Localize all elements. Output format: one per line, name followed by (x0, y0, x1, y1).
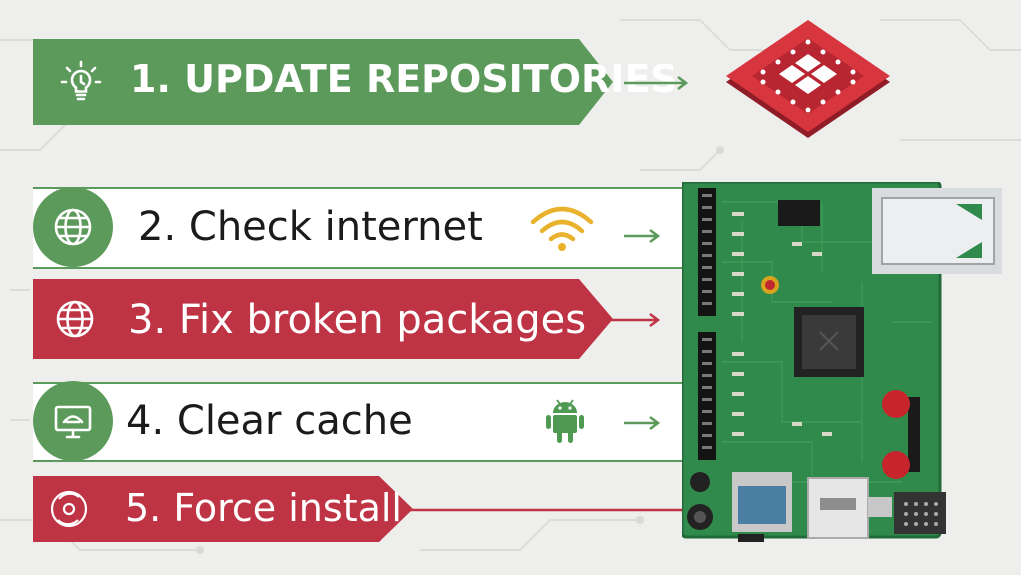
step-5-number: 5. (125, 486, 162, 530)
step-1-banner (33, 39, 613, 125)
arrow-right-icon (608, 313, 661, 327)
circuit-board (682, 182, 1002, 542)
step-5-text: Force install (173, 486, 402, 530)
step-4-text: Clear cache (176, 398, 413, 444)
arrow-right-icon (624, 416, 661, 430)
step-4-number: 4. (126, 398, 165, 444)
step-2-number: 2. (138, 204, 177, 250)
wifi-icon (530, 206, 594, 251)
step-3-banner (33, 279, 613, 359)
android-icon (546, 399, 584, 443)
arrow-right-icon (624, 76, 689, 90)
step-1-text: UPDATE REPOSITORIES (184, 57, 678, 101)
step-3-number: 3. (128, 297, 167, 343)
cd-disc-icon (38, 478, 100, 540)
cpu-chip-icon (726, 20, 890, 138)
step-5-banner (33, 476, 413, 542)
step-1-number: 1. (130, 57, 171, 101)
arrow-right-icon (624, 229, 661, 243)
monitor-icon (33, 381, 113, 461)
globe-icon (33, 187, 113, 267)
step-2-text: Check internet (188, 204, 483, 250)
step-3-text: Fix broken packages (178, 297, 587, 343)
lightbulb-icon (44, 45, 118, 119)
globe-icon (37, 281, 113, 357)
connector-line (410, 508, 688, 512)
